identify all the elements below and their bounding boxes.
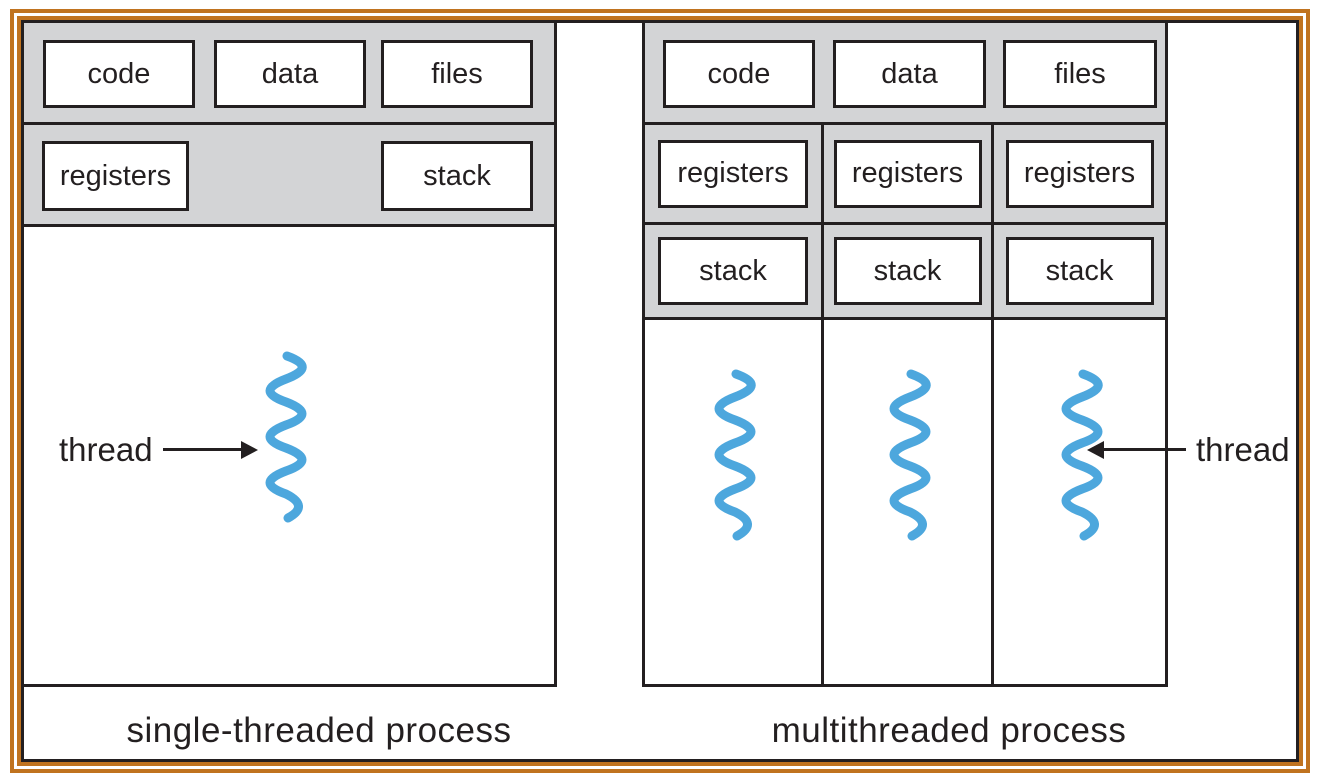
thread2-registers-box: registers <box>833 139 982 208</box>
right-files-label: files <box>1054 57 1106 90</box>
left-files-box: files <box>381 40 533 108</box>
left-code-box: code <box>43 40 195 108</box>
left-thread-pointer: thread <box>49 433 258 466</box>
thread3-stack-label: stack <box>1045 254 1114 287</box>
thread-squiggle-icon <box>1061 369 1103 541</box>
thread-squiggle-icon <box>265 351 307 523</box>
right-data-label: data <box>881 57 938 90</box>
right-thread-pointer: thread <box>1087 433 1300 466</box>
single-threaded-process-box: code data files registers stack <box>21 20 557 687</box>
thread3-stack-cell: stack <box>994 225 1165 320</box>
right-code-label: code <box>707 57 771 90</box>
frame-black-border: code data files registers stack code dat… <box>21 20 1299 762</box>
thread2-stack-box: stack <box>833 237 982 305</box>
right-code-box: code <box>663 40 815 108</box>
left-registers-stack-band: registers stack <box>24 125 554 227</box>
left-stack-label: stack <box>423 159 491 192</box>
left-registers-box: registers <box>42 141 189 211</box>
thread-squiggle-icon <box>714 369 756 541</box>
left-thread-label: thread <box>59 431 153 468</box>
right-memory-band: code data files <box>645 23 1165 125</box>
thread1-registers-cell: registers <box>645 125 821 225</box>
frame-orange-inner: code data files registers stack code dat… <box>17 16 1303 766</box>
thread2-stack-cell: stack <box>824 225 991 320</box>
thread-squiggle-icon <box>889 369 931 541</box>
left-code-label: code <box>87 57 151 90</box>
thread2-stack-label: stack <box>873 254 942 287</box>
left-memory-band: code data files <box>24 23 554 125</box>
arrow-line <box>162 448 241 451</box>
arrow-right-icon <box>240 440 258 459</box>
single-threaded-caption: single-threaded process <box>126 711 512 750</box>
thread1-stack-label: stack <box>699 254 767 287</box>
thread3-registers-box: registers <box>1005 139 1154 208</box>
frame-orange-outer: code data files registers stack code dat… <box>10 9 1310 773</box>
left-registers-label: registers <box>59 159 172 192</box>
right-files-box: files <box>1003 40 1157 108</box>
multithreaded-caption: multithreaded process <box>771 711 1127 750</box>
left-data-label: data <box>261 57 319 90</box>
arrow-line <box>1104 448 1186 451</box>
thread-columns: registers stack register <box>645 125 1165 684</box>
left-files-label: files <box>431 57 483 90</box>
left-data-box: data <box>214 40 366 108</box>
right-data-box: data <box>833 40 986 108</box>
left-stack-box: stack <box>381 141 533 211</box>
arrow-left-icon <box>1087 440 1104 459</box>
thread3-registers-cell: registers <box>994 125 1165 225</box>
thread3-stack-box: stack <box>1005 237 1154 305</box>
thread1-area <box>645 320 821 684</box>
thread3-registers-label: registers <box>1023 157 1136 189</box>
multithreaded-process-box: code data files registers stack <box>642 20 1168 687</box>
right-thread-label: thread <box>1196 431 1290 468</box>
thread1-stack-box: stack <box>658 237 808 305</box>
thread-column-3: registers stack <box>994 125 1165 684</box>
thread3-area <box>994 320 1165 684</box>
thread2-registers-label: registers <box>851 157 964 189</box>
thread2-registers-cell: registers <box>824 125 991 225</box>
thread1-stack-cell: stack <box>645 225 821 320</box>
thread1-registers-label: registers <box>677 157 789 189</box>
thread1-registers-box: registers <box>658 139 808 208</box>
thread-column-1: registers stack <box>645 125 824 684</box>
thread2-area <box>824 320 991 684</box>
frame-white-gap: code data files registers stack code dat… <box>14 13 1306 769</box>
thread-column-2: registers stack <box>824 125 994 684</box>
